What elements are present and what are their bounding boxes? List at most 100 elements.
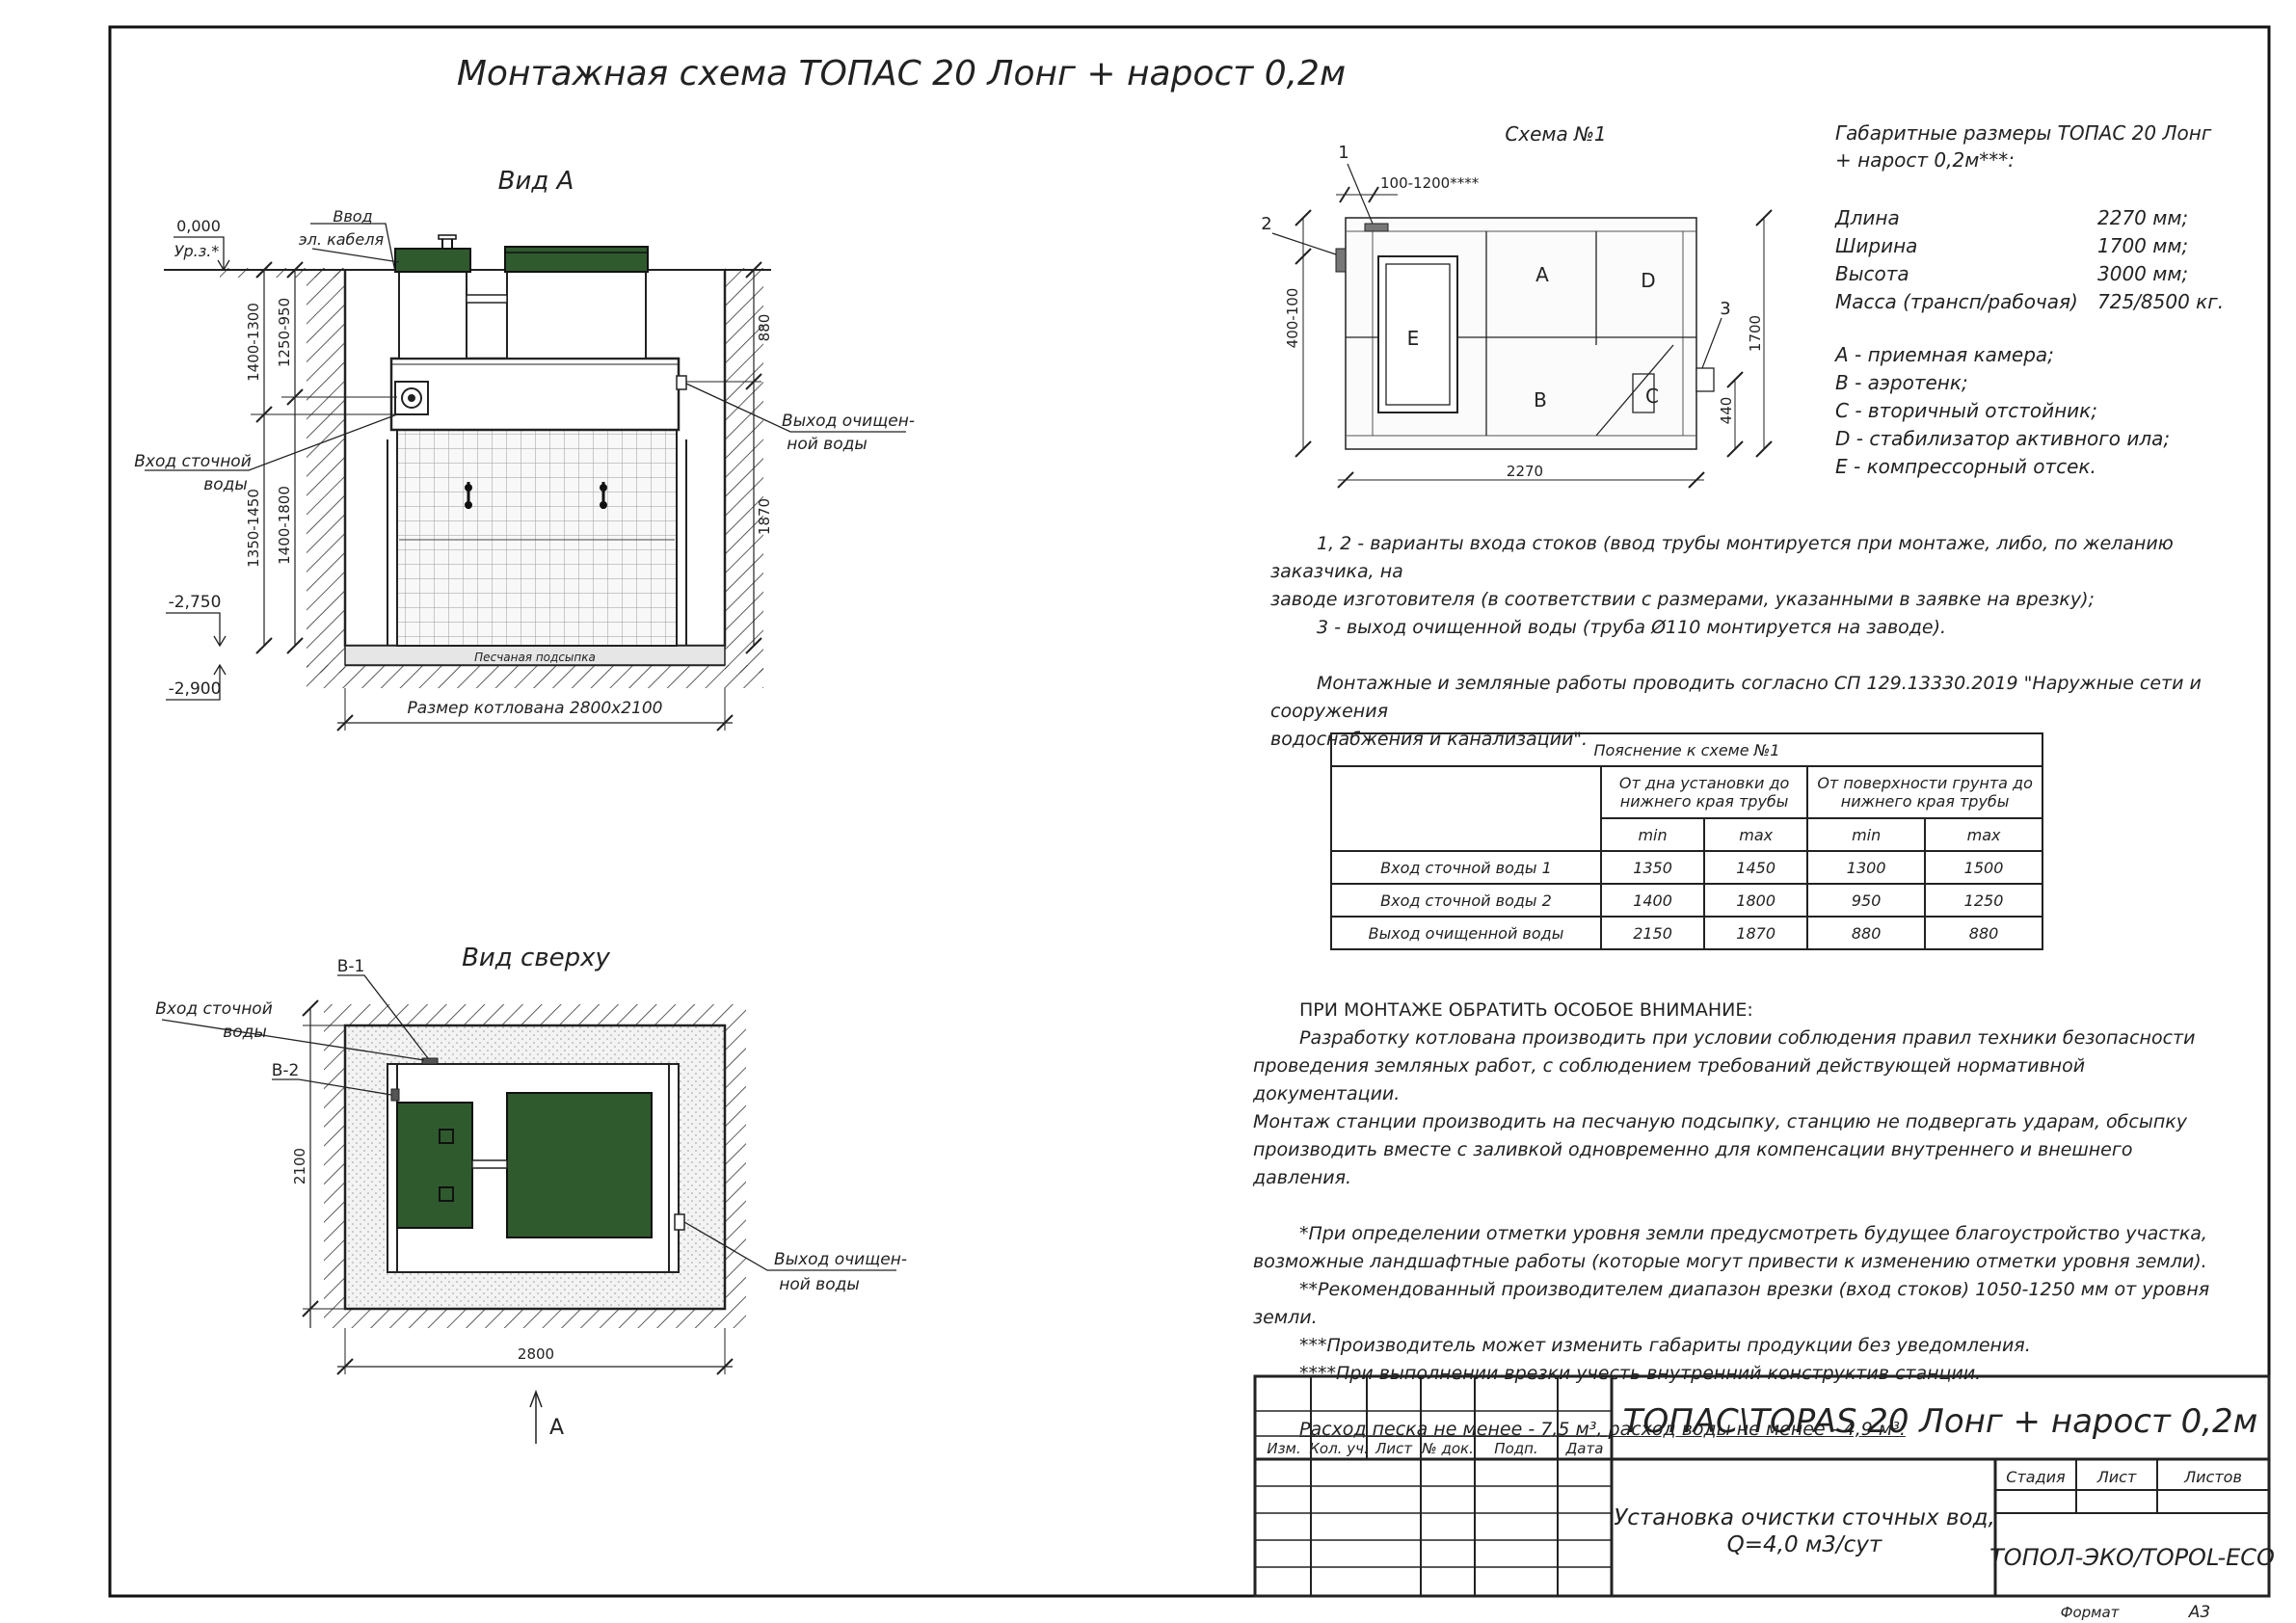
table-head-right: От поверхности грунта до нижнего края тр… xyxy=(1806,765,2043,819)
dim-key: Высота xyxy=(1835,262,1909,285)
dim-key: Ширина xyxy=(1835,234,1918,257)
attention-line: производить вместе с заливкой одновремен… xyxy=(1253,1139,2133,1188)
scheme-dim-440: 440 xyxy=(1718,397,1735,425)
dimensions-heading-2: + нарост 0,2м***: xyxy=(1835,148,2016,172)
legend-item: D - стабилизатор активного ила; xyxy=(1835,427,2171,450)
footnote-line: ***Производитель может изменить габариты… xyxy=(1299,1335,2031,1356)
top-tank-right xyxy=(506,1092,653,1238)
stamp-izm: Изм. xyxy=(1267,1440,1300,1457)
dim-1400-1300: 1400-1300 xyxy=(245,303,262,382)
cell: 880 xyxy=(1806,916,1927,950)
tank-handle-right xyxy=(600,482,607,509)
scheme-label-2: 2 xyxy=(1261,214,1271,234)
tank-lid-left xyxy=(394,248,471,273)
attention-block: ПРИ МОНТАЖЕ ОБРАТИТЬ ОСОБОЕ ВНИМАНИЕ: Ра… xyxy=(1253,997,2236,1444)
row-name: Вход сточной воды 2 xyxy=(1330,883,1602,918)
zone-c: C xyxy=(1645,385,1659,408)
attention-spacer xyxy=(1253,1192,2236,1220)
zone-a: A xyxy=(1535,263,1549,286)
pipe-1 xyxy=(1364,223,1389,232)
view-a-title: Вид А xyxy=(498,167,574,196)
legend-item: B - аэротенк; xyxy=(1835,371,1968,394)
outlet-label-2: ной воды xyxy=(787,435,868,454)
scheme-label-1: 1 xyxy=(1338,143,1348,163)
table-row: Вход сточной воды 2 1400 1800 950 1250 xyxy=(1330,883,2043,918)
dim-row: Ширина 1700 мм; xyxy=(1835,232,2224,260)
note-spacer xyxy=(1270,642,2234,670)
cell: 1250 xyxy=(1924,883,2043,918)
stamp-desc-2: Q=4,0 м3/сут xyxy=(1727,1532,1882,1557)
attention-line: Разработку котлована производить при усл… xyxy=(1299,1027,2196,1049)
scheme-dim-2270: 2270 xyxy=(1507,463,1543,480)
dim-2100: 2100 xyxy=(291,1148,308,1184)
format-value: А3 xyxy=(2188,1603,2210,1622)
stamp-desc-1: Установка очистки сточных вод, xyxy=(1614,1505,1995,1530)
cell: 2150 xyxy=(1599,916,1706,950)
dimensions-heading-1: Габаритные размеры ТОПАС 20 Лонг xyxy=(1835,121,2212,145)
note-line: Монтажные и земляные работы проводить со… xyxy=(1270,673,2202,722)
note-line: 1, 2 - варианты входа стоков (ввод трубы… xyxy=(1270,533,2174,582)
dim-value: 2270 мм; xyxy=(2097,206,2189,229)
attention-line: Монтаж станции производить на песчаную п… xyxy=(1253,1111,2187,1132)
row-name: Вход сточной воды 1 xyxy=(1330,850,1602,885)
scheme-dim-1700: 1700 xyxy=(1747,315,1764,352)
tank-upper-body xyxy=(389,357,681,432)
table-row: Выход очищенной воды 2150 1870 880 880 xyxy=(1330,916,2043,950)
scheme-title: Схема №1 xyxy=(1505,122,1606,146)
sheet-frame xyxy=(108,25,2271,1598)
stamp-data: Дата xyxy=(1565,1440,1604,1457)
dim-1400-1800: 1400-1800 xyxy=(276,486,293,565)
dim-key: Масса (трансп/рабочая) xyxy=(1835,290,2078,313)
view-top-title: Вид сверху xyxy=(462,944,610,972)
note-line: 3 - выход очищенной воды (труба Ø110 мон… xyxy=(1317,617,1947,638)
pit-size-label: Размер котлована 2800х2100 xyxy=(408,699,663,718)
top-inlet-label-1: Вход сточной xyxy=(155,999,273,1019)
table-head-left: От дна установки до нижнего края трубы xyxy=(1599,765,1809,819)
level-top-value: 0,000 xyxy=(176,217,221,235)
dim-1350-1450: 1350-1450 xyxy=(245,489,262,568)
compressor-zone xyxy=(1377,255,1458,413)
view-a: Вид А Песчаная подсыпка xyxy=(134,167,915,732)
stamp-stadiya: Стадия xyxy=(2006,1468,2066,1486)
legend-item: E - компрессорный отсек. xyxy=(1835,455,2096,478)
b1-label: В-1 xyxy=(337,957,365,976)
footnote-line: *При определении отметки уровня земли пр… xyxy=(1299,1223,2207,1244)
footnote-line: ****При выполнении врезки учесть внутрен… xyxy=(1299,1363,1982,1384)
cell: 1350 xyxy=(1599,850,1706,885)
cable-entry-label-1: Ввод xyxy=(333,207,372,226)
cell: 1500 xyxy=(1924,850,2043,885)
ground-hatch-top-left xyxy=(220,268,345,278)
stamp-ndok: № док. xyxy=(1421,1440,1474,1457)
b2-label: В-2 xyxy=(272,1061,300,1080)
cable-entry-label-2: эл. кабеля xyxy=(299,230,385,249)
scheme-label-3: 3 xyxy=(1720,299,1730,319)
dim-key: Длина xyxy=(1835,206,1900,229)
stamp-listov: Листов xyxy=(2183,1468,2242,1486)
outlet-pipe-view-a xyxy=(676,375,687,390)
inlet-label-2: воды xyxy=(203,475,248,494)
dim-row: Длина 2270 мм; xyxy=(1835,204,2224,232)
cell: 1400 xyxy=(1599,883,1706,918)
dim-value: 1700 мм; xyxy=(2097,234,2189,257)
stamp-org: ТОПОЛ-ЭКО/TOPOL-ECO xyxy=(1989,1544,2275,1571)
level-bottom-value: -2,900 xyxy=(169,679,222,699)
zone-legend: A - приемная камера; B - аэротенк; C - в… xyxy=(1835,341,2170,481)
pipe-2 xyxy=(1335,248,1347,273)
outlet-label-1: Выход очищен- xyxy=(782,412,915,431)
dim-value: 725/8500 кг. xyxy=(2097,290,2225,313)
top-outlet-label-2: ной воды xyxy=(779,1275,860,1294)
stamp-kol: Кол. уч. xyxy=(1309,1440,1368,1457)
cell: 1800 xyxy=(1703,883,1809,918)
top-outlet-label-1: Выход очищен- xyxy=(774,1250,907,1269)
cell: 1450 xyxy=(1703,850,1809,885)
level-top-label: Ур.з.* xyxy=(174,242,220,260)
page-title: Монтажная схема ТОПАС 20 Лонг + нарост 0… xyxy=(457,54,1346,93)
zone-d: D xyxy=(1641,269,1655,292)
table-min: min xyxy=(1806,817,1927,852)
view-top: Вид сверху В-1 Вход сточной воды В-2 Вых… xyxy=(155,944,907,1444)
zone-e: E xyxy=(1407,327,1420,350)
table-min: min xyxy=(1599,817,1706,852)
tank-neck-left xyxy=(398,271,467,359)
